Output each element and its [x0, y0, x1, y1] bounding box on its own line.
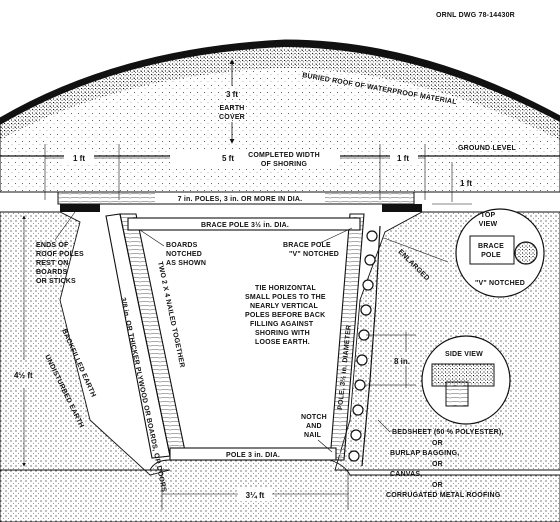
ground-level-label: GROUND LEVEL	[458, 145, 517, 152]
top-brace-label: BRACE POLE 3½ in. DIA.	[201, 221, 289, 229]
enlarged-leader	[383, 237, 449, 263]
ends-note-1: ENDS OF	[36, 242, 69, 249]
right-rest-board	[382, 204, 422, 212]
side-view-notch	[445, 381, 469, 407]
dim-left-bg	[64, 150, 94, 164]
earth-cover-value: 3 ft	[226, 90, 238, 99]
material-or-3: OR	[432, 482, 443, 489]
top-view-title-2: VIEW	[479, 221, 498, 228]
side-view-label: SIDE VIEW	[445, 351, 483, 358]
bottom-pole	[169, 447, 337, 461]
ends-note-5: OR STICKS	[36, 278, 76, 285]
right-pole	[329, 213, 365, 461]
top-view-brace	[469, 235, 515, 265]
tie-note-5: FILLING AGAINST	[250, 321, 314, 328]
material-4: CORRUGATED METAL ROOFING	[386, 492, 501, 499]
ends-note-2: ROOF POLES	[36, 251, 84, 258]
tie-note-2: SMALL POLES TO THE	[245, 294, 326, 301]
dim-right: 1 ft	[397, 154, 409, 163]
tie-note-1: TIE HORIZONTAL	[255, 285, 317, 292]
boards-note-1: BOARDS	[166, 242, 198, 249]
dim-center-note-2: OF SHORING	[261, 161, 308, 168]
bottom-width-label: 3¼ ft	[246, 491, 265, 500]
bottom-dim-bg	[238, 487, 272, 501]
top-view-title-1: TOP	[481, 212, 496, 219]
dim-center-bg	[170, 149, 340, 169]
brace-v-1: BRACE POLE	[283, 242, 331, 249]
drawing-number: ORNL DWG 78-14430R	[436, 12, 515, 19]
notch-leader	[317, 439, 333, 453]
top-view-inner-1: BRACE	[478, 243, 504, 250]
ends-leader	[54, 211, 76, 241]
bedsheet-line	[361, 225, 381, 467]
earth-cover-line2: COVER	[219, 114, 245, 121]
material-or-2: OR	[432, 461, 443, 468]
dim-center: 5 ft	[222, 154, 234, 163]
trench-interior	[120, 214, 360, 458]
ends-note-3: REST ON	[36, 260, 69, 267]
notch-nail-1: NOTCH	[301, 414, 327, 421]
boards-leader	[139, 229, 165, 247]
bottom-pole-label: POLE 3 in. DIA.	[226, 452, 280, 459]
brace-v-2: "V" NOTCHED	[289, 251, 339, 258]
spacing-label: 8 in.	[394, 357, 410, 366]
material-leader	[377, 419, 391, 433]
right-depth-label: 1 ft	[460, 179, 472, 188]
roof-poles-label-bg	[155, 193, 325, 203]
boards-note-2: NOTCHED	[166, 251, 202, 258]
tie-note-3: NEARLY VERTICAL	[250, 303, 318, 310]
dim-center-note-1: COMPLETED WIDTH	[248, 152, 320, 159]
earth-cover-line1: EARTH	[219, 105, 244, 112]
dim-left: 1 ft	[73, 154, 85, 163]
material-1: BEDSHEET (50 % POLYESTER),	[392, 429, 504, 436]
dim-right-bg	[390, 150, 418, 164]
tie-note-7: LOOSE EARTH.	[255, 339, 310, 346]
top-view-inner-2: POLE	[481, 252, 501, 259]
buried-roof	[0, 40, 560, 125]
material-or-1: OR	[432, 440, 443, 447]
material-2: BURLAP BAGGING,	[390, 450, 459, 457]
top-view-caption: "V" NOTCHED	[475, 280, 525, 287]
ends-note-4: BOARDS	[36, 269, 68, 276]
notch-nail-2: AND	[306, 423, 322, 430]
tie-note-4: POLES BEFORE BACK	[245, 312, 325, 319]
top-brace-pole	[127, 217, 361, 231]
tie-note-6: SHORING WITH	[255, 330, 310, 337]
brace-v-leader	[319, 227, 353, 244]
material-3: CANVAS,	[390, 471, 422, 478]
roof-dense-band	[0, 47, 560, 140]
boards-note-3: AS SHOWN	[166, 260, 206, 267]
left-depth-label: 4½ ft	[14, 371, 33, 380]
left-rest-board	[60, 204, 100, 212]
roof-poles-label: 7 in. POLES, 3 in. OR MORE IN DIA.	[178, 196, 303, 203]
small-poles	[348, 230, 378, 462]
notch-nail-3: NAIL	[304, 432, 322, 439]
top-view-pole	[514, 241, 538, 265]
